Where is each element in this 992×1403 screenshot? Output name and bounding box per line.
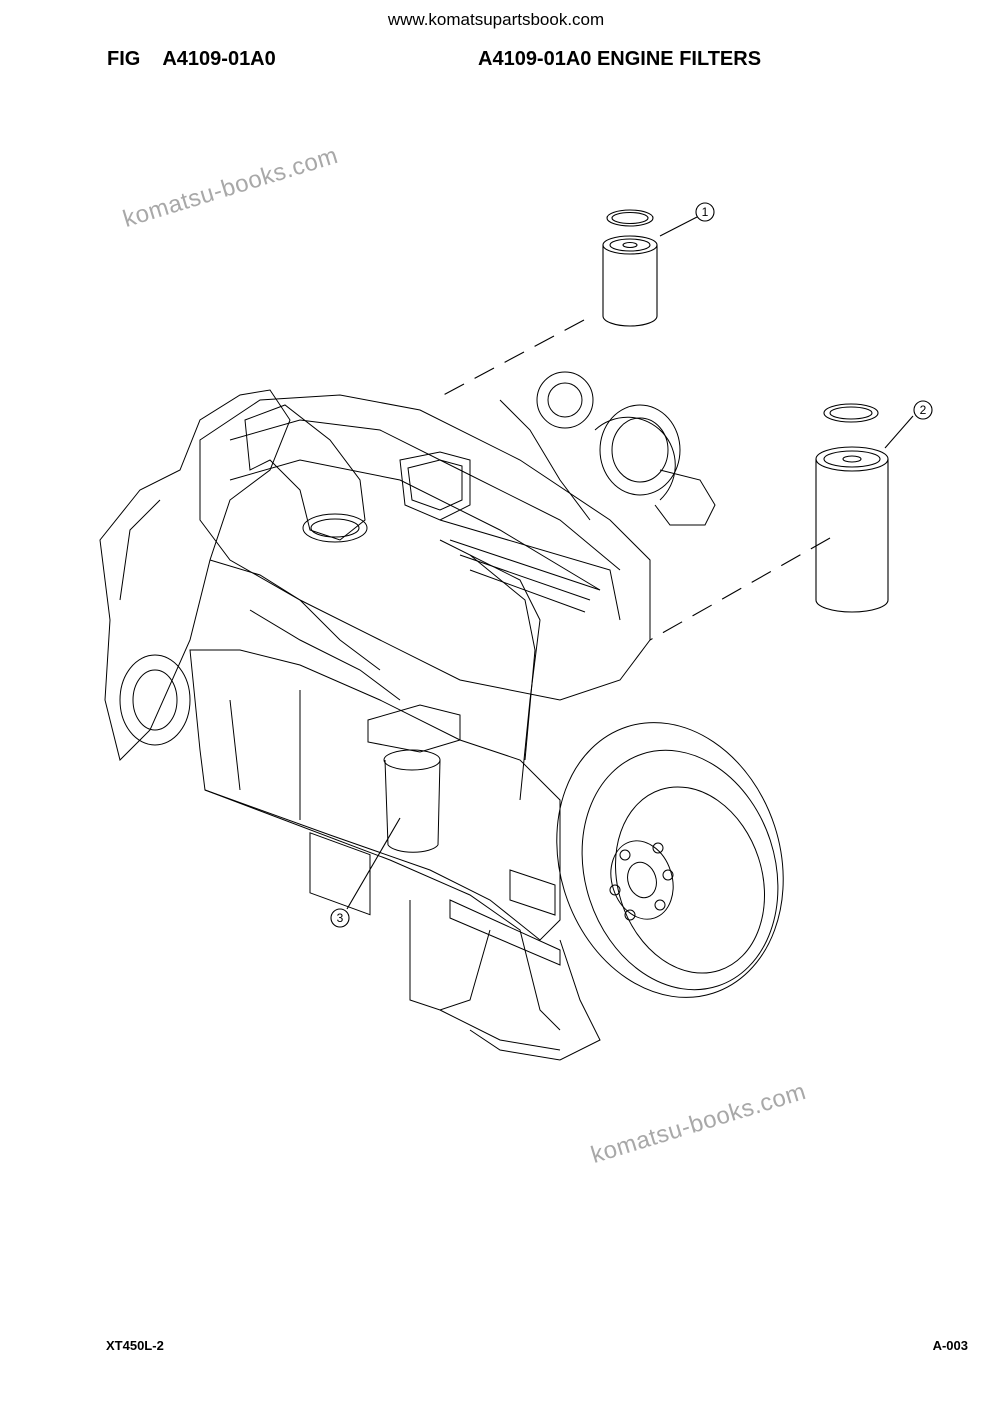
callout-3-circle: [330, 908, 350, 928]
callout-1-number: 1: [702, 205, 709, 219]
footer-page-number: A-003: [932, 1338, 968, 1353]
callout-3-number: 3: [337, 911, 344, 925]
filter-2-leader-dash: [649, 537, 831, 641]
figure-label: FIG A4109-01A0: [107, 48, 276, 71]
callout-3-leader: [346, 817, 401, 910]
callout-2-leader: [884, 415, 914, 449]
filter-1-leader-dash: [433, 319, 585, 401]
filter-1-canister: [602, 235, 658, 327]
engine-assembly: [99, 371, 784, 1061]
figure-prefix: FIG: [107, 48, 141, 70]
figure-title: A4109-01A0 ENGINE FILTERS: [478, 48, 762, 70]
callout-1-circle: [695, 202, 715, 222]
filter-1-seal-ring: [606, 209, 654, 227]
source-url: www.komatsupartsbook.com: [387, 10, 605, 29]
callout-2-number: 2: [920, 403, 927, 417]
filter-1-group: [602, 209, 658, 327]
footer-model: XT450L-2: [106, 1338, 164, 1353]
figure-code: A4109-01A0: [162, 48, 276, 70]
callout-1-leader: [659, 216, 698, 237]
filter-2-canister: [815, 446, 889, 613]
filter-2-seal-ring: [823, 403, 879, 423]
callout-2-circle: [913, 400, 933, 420]
filter-2-group: [815, 403, 889, 613]
